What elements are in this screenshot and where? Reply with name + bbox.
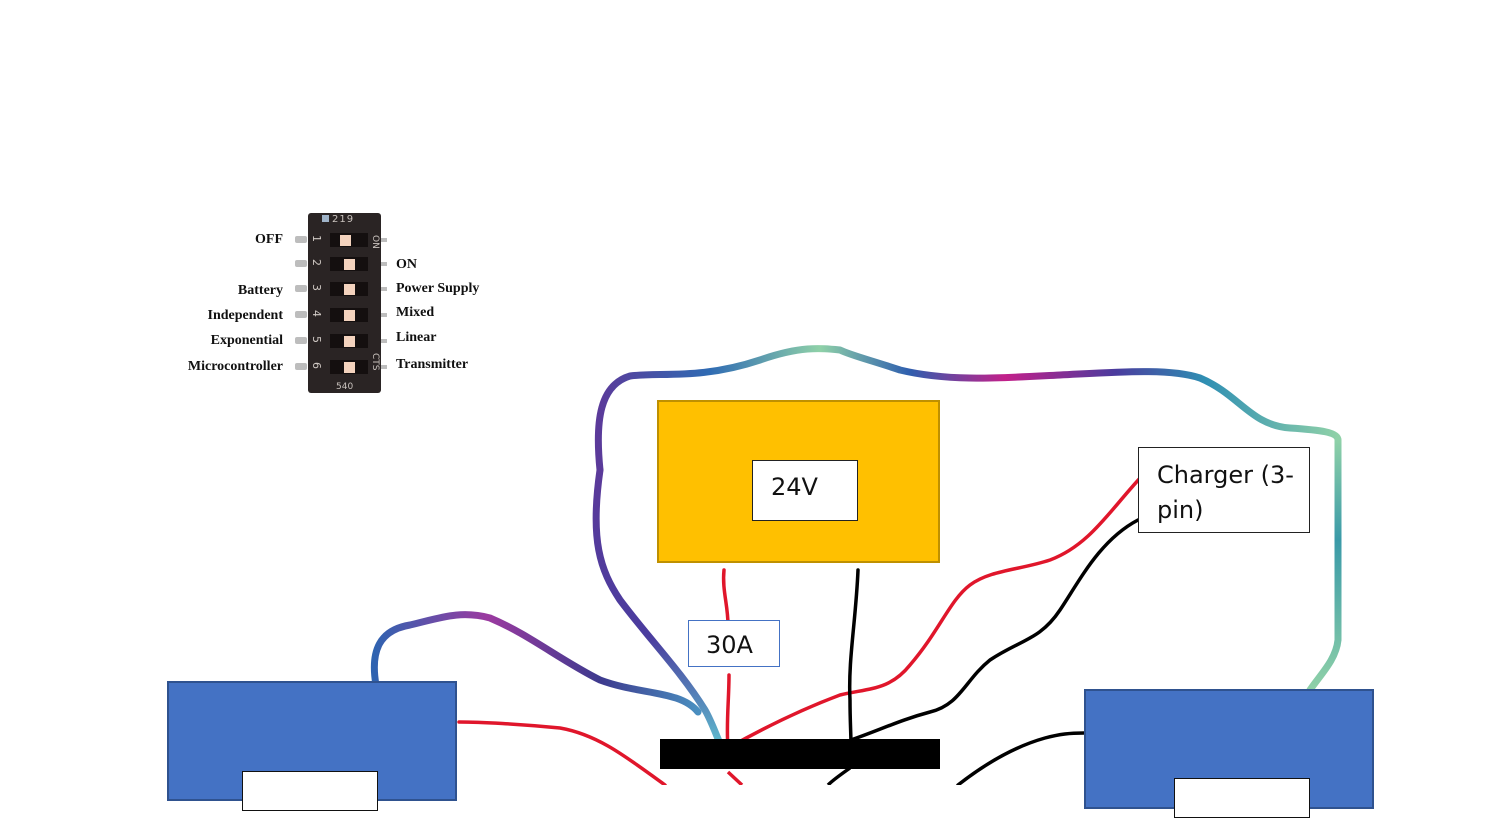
dip-switch-4[interactable]: 4 [295,305,387,325]
dip-switch-1[interactable]: 1 [295,230,387,250]
positive-wire-left-battery [457,720,667,785]
dip-toggle-6[interactable] [344,362,355,373]
dip-part-number-bottom: 540 [336,382,354,392]
dip-toggle-2[interactable] [344,259,355,270]
dip-part-number-top: 219 [322,214,354,225]
dip-switch-5[interactable]: 5 [295,331,387,351]
dip-cts-marker: CTS [370,353,380,371]
dip-label-6-right: Transmitter [396,357,469,372]
signal-wire-left-battery [370,611,702,716]
fuse-label: 30A [688,620,780,667]
bus-bar [660,739,940,769]
positive-wire-psu-fuse [721,568,730,627]
dip-label-4-left: Independent [207,308,283,323]
negative-wire-bus-down [826,766,852,785]
dip-switch: 219 ON CTS 540 1 2 3 4 5 [295,213,387,393]
dip-toggle-5[interactable] [344,336,355,347]
positive-wire-charger [726,474,1144,750]
dip-label-5-right: Linear [396,330,437,345]
battery-left [167,681,457,811]
negative-wire-psu-bus [847,568,860,747]
power-supply-voltage-label: 24V [752,460,858,521]
signal-wire-right-leg [1306,436,1342,694]
battery-left-label [242,771,378,811]
battery-right-label [1174,778,1310,818]
dip-label-1-left: OFF [255,232,283,247]
dip-toggle-1[interactable] [340,235,351,246]
dip-label-3-right: Power Supply [396,281,480,296]
battery-right [1084,689,1374,818]
dip-label-3-left: Battery [237,283,283,298]
dip-label-6-left: Microcontroller [187,359,283,374]
positive-wire-bus-down [726,770,744,785]
wiring-layer [370,345,1342,785]
dip-switch-3[interactable]: 3 [295,279,387,299]
positive-wire-fuse-bus [725,673,731,750]
charger-label-line2: pin) [1157,496,1204,524]
dip-on-marker: ON [370,235,380,249]
signal-wire-top [594,345,1342,474]
charger-label: Charger (3- pin) [1138,447,1310,533]
dip-toggle-3[interactable] [344,284,355,295]
dip-switch-2[interactable]: 2 [295,254,387,274]
negative-wire-right-battery [956,731,1086,785]
negative-wire-charger [849,518,1140,742]
dip-label-4-right: Mixed [396,305,435,320]
dip-switch-6[interactable]: 6 [295,357,387,377]
charger-label-line1: Charger (3- [1157,461,1294,489]
dip-label-2-right: ON [396,257,417,272]
signal-wire-left-leg [592,466,726,752]
dip-toggle-4[interactable] [344,310,355,321]
dip-label-5-left: Exponential [210,333,283,348]
